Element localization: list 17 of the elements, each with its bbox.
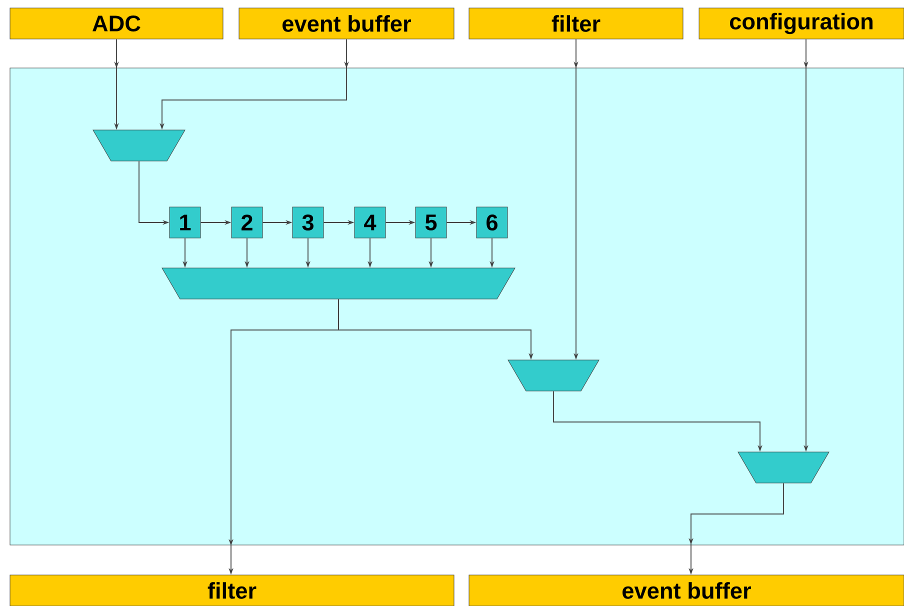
label-bar: event buffer: [238, 8, 454, 40]
multiplexer-shape: [92, 130, 186, 162]
register-box: 2: [231, 206, 263, 238]
multiplexer-shape: [162, 268, 516, 300]
register-box: 4: [354, 206, 386, 238]
multiplexer-shape: [508, 360, 600, 392]
label-bar: event buffer: [468, 574, 904, 606]
multiplexer-shape: [738, 452, 830, 484]
label-bar: ADC: [10, 8, 224, 40]
register-box: 3: [292, 206, 324, 238]
register-box: 5: [415, 206, 447, 238]
label-bar: filter: [10, 574, 454, 606]
register-box: 6: [476, 206, 508, 238]
label-bar: configuration: [698, 8, 904, 40]
register-box: 1: [169, 206, 201, 238]
label-bar: filter: [468, 8, 684, 40]
panel-background: [10, 68, 904, 546]
